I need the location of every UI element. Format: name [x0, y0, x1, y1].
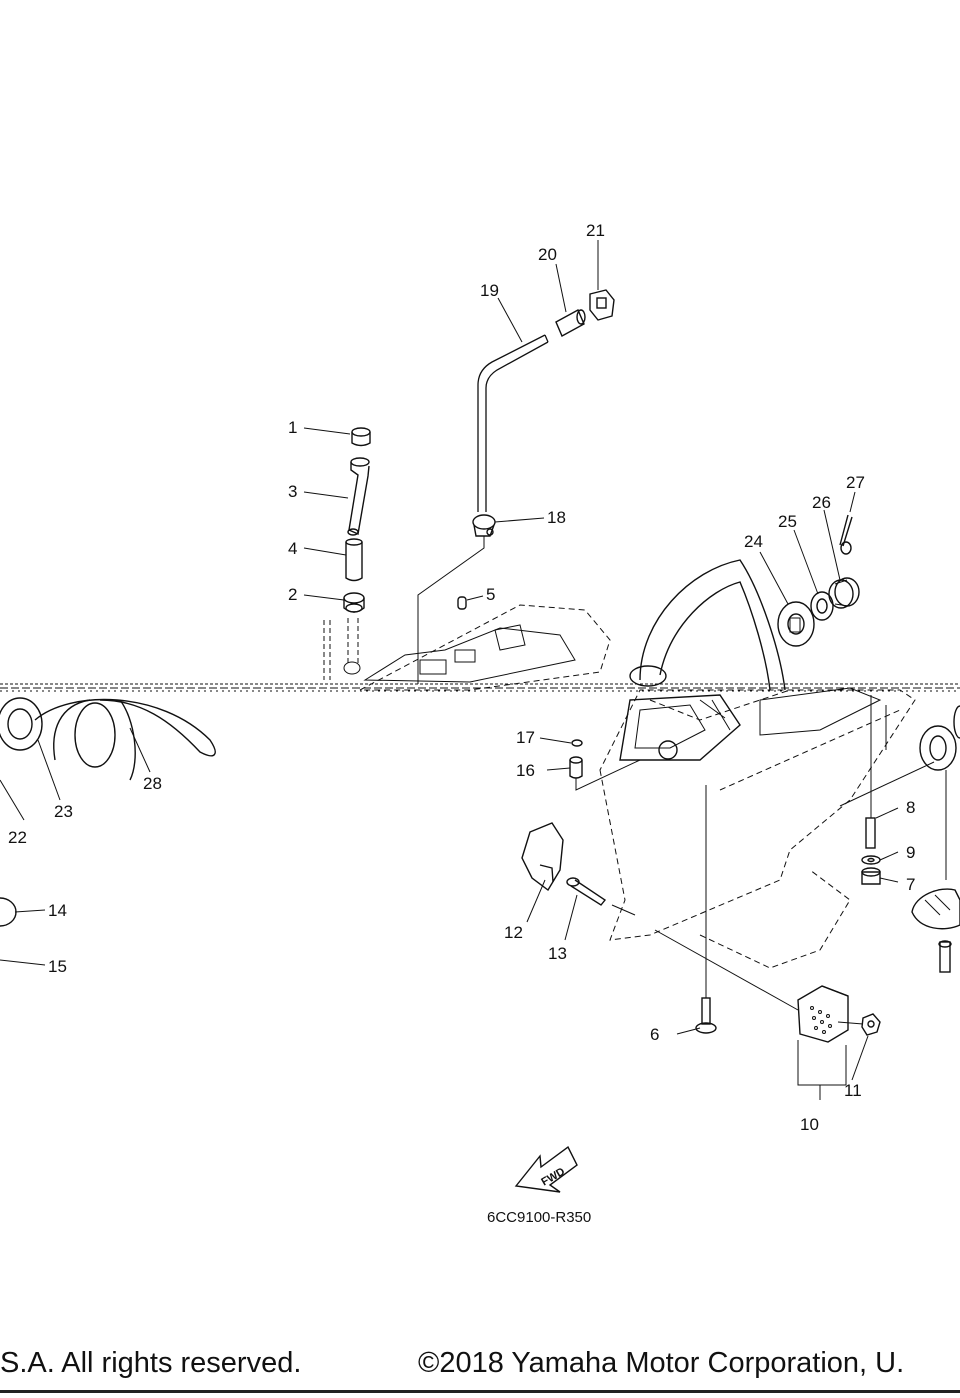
callout-12: 12 [504, 923, 523, 942]
callout-17: 17 [516, 728, 535, 747]
bottom-rule [0, 1390, 960, 1393]
footer-copyright: ©2018 Yamaha Motor Corporation, U. [418, 1347, 905, 1379]
cap-1 [351, 427, 371, 447]
water-tube-19 [477, 334, 549, 512]
nut-26 [828, 577, 860, 609]
callout-6: 6 [650, 1025, 659, 1044]
callout-7: 7 [906, 875, 915, 894]
callout-9: 9 [906, 843, 915, 862]
bolt-right-edge [938, 940, 952, 973]
callout-24: 24 [744, 532, 763, 551]
diagram-code: 6CC9100-R350 [487, 1209, 591, 1226]
propeller-28 [34, 698, 216, 781]
callout-26: 26 [812, 493, 831, 512]
callout-22: 22 [8, 828, 27, 847]
anode-12 [521, 822, 564, 892]
fitting-16 [569, 756, 583, 779]
propeller-illustration [629, 559, 786, 691]
callout-15: 15 [48, 957, 67, 976]
pin-5 [457, 596, 467, 610]
stud-8 [865, 817, 876, 849]
grommet-2 [343, 592, 365, 613]
callout-3: 3 [288, 482, 297, 501]
callout-2: 2 [288, 585, 297, 604]
thrust-washer-23 [0, 697, 43, 751]
callout-10: 10 [800, 1115, 819, 1134]
gearcase-body [619, 687, 882, 761]
horizon-band [0, 683, 960, 692]
callout-27: 27 [846, 473, 865, 492]
callout-4: 4 [288, 539, 297, 558]
callout-20: 20 [538, 245, 557, 264]
nut-7 [861, 867, 881, 885]
callouts: 1 3 4 2 5 19 20 21 18 27 26 25 24 17 16 … [8, 221, 915, 1226]
callout-19: 19 [480, 281, 499, 300]
water-pump-impeller [911, 888, 960, 930]
callout-1: 1 [288, 418, 297, 437]
footer: S.A. All rights reserved. ©2018 Yamaha M… [0, 1347, 960, 1387]
housing-outline [359, 604, 916, 969]
leader-lines [0, 240, 947, 1100]
callout-5: 5 [486, 585, 495, 604]
callout-14: 14 [48, 901, 67, 920]
gearcase-top [363, 624, 576, 683]
callout-16: 16 [516, 761, 535, 780]
tube-4 [345, 538, 363, 582]
callout-11: 11 [844, 1081, 862, 1100]
bolt-13 [566, 877, 607, 906]
washer-9 [861, 855, 881, 865]
callout-18: 18 [547, 508, 566, 527]
plug-17 [571, 739, 583, 747]
spacer-24 [777, 601, 815, 647]
nut-11 [861, 1013, 881, 1036]
washer-25 [810, 591, 834, 621]
footer-rights: S.A. All rights reserved. [0, 1347, 302, 1379]
thrust-washer-right [919, 705, 960, 771]
callout-21: 21 [586, 221, 605, 240]
washer-14 [0, 897, 17, 927]
callout-13: 13 [548, 944, 567, 963]
grommet-18 [472, 514, 496, 537]
hose-3 [347, 457, 370, 536]
water-pipe-stubs [323, 618, 361, 680]
grommet-20 [555, 309, 586, 337]
clip-21 [589, 289, 615, 321]
callout-8: 8 [906, 798, 915, 817]
fwd-arrow-icon [514, 1145, 578, 1193]
callout-28: 28 [143, 774, 162, 793]
anode-10 [797, 985, 849, 1043]
callout-25: 25 [778, 512, 797, 531]
cotter-pin-27 [839, 514, 853, 555]
callout-23: 23 [54, 802, 73, 821]
dots-10 [810, 1006, 832, 1034]
